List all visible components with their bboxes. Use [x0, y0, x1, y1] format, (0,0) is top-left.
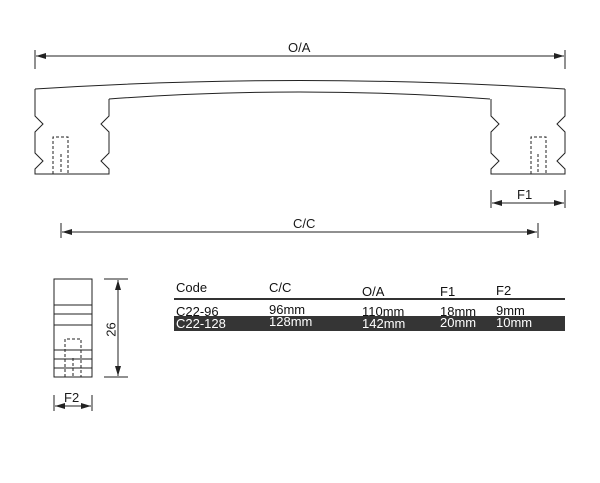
column-header: C/C — [269, 280, 292, 295]
cell-f1: 20mm — [440, 315, 477, 330]
cell-oa: 110mm — [362, 304, 405, 319]
depth-label: F2 — [64, 390, 80, 405]
cell-code: C22-96 — [176, 304, 219, 319]
column-header: F1 — [440, 284, 456, 299]
column-header: F2 — [496, 283, 512, 298]
overall-length-label: O/A — [288, 40, 311, 55]
cell-cc: 128mm — [269, 314, 313, 329]
cell-f2: 10mm — [496, 315, 533, 330]
handle-side-profile — [34, 80, 566, 175]
cell-code: C22-128 — [176, 316, 226, 331]
center-to-center-dimension-line — [60, 223, 539, 238]
overall-dimension-line — [34, 50, 566, 69]
cell-oa: 142mm — [362, 316, 406, 331]
cell-f2: 9mm — [496, 303, 525, 318]
height-dimension-line — [104, 278, 128, 378]
column-header: Code — [176, 280, 208, 295]
foot-width-label: F1 — [517, 187, 533, 202]
cell-f1: 18mm — [440, 304, 477, 319]
handle-end-view — [53, 278, 93, 378]
cell-cc: 96mm — [269, 302, 306, 317]
table-header: Code C/C O/A F1 F2 — [174, 279, 565, 300]
table-row: C22-96 96mm 110mm 18mm 9mm — [174, 300, 565, 319]
spec-table: Code C/C O/A F1 F2 C22-96 96mm 110mm 18m… — [174, 279, 565, 331]
center-to-center-label: C/C — [293, 216, 316, 231]
height-label: 26 — [103, 322, 119, 337]
column-header: O/A — [362, 284, 385, 299]
table-row-highlighted: C22-128 128mm 142mm 20mm 10mm — [174, 314, 565, 331]
depth-dimension-line — [53, 395, 93, 411]
foot-width-dimension-line — [490, 190, 566, 208]
